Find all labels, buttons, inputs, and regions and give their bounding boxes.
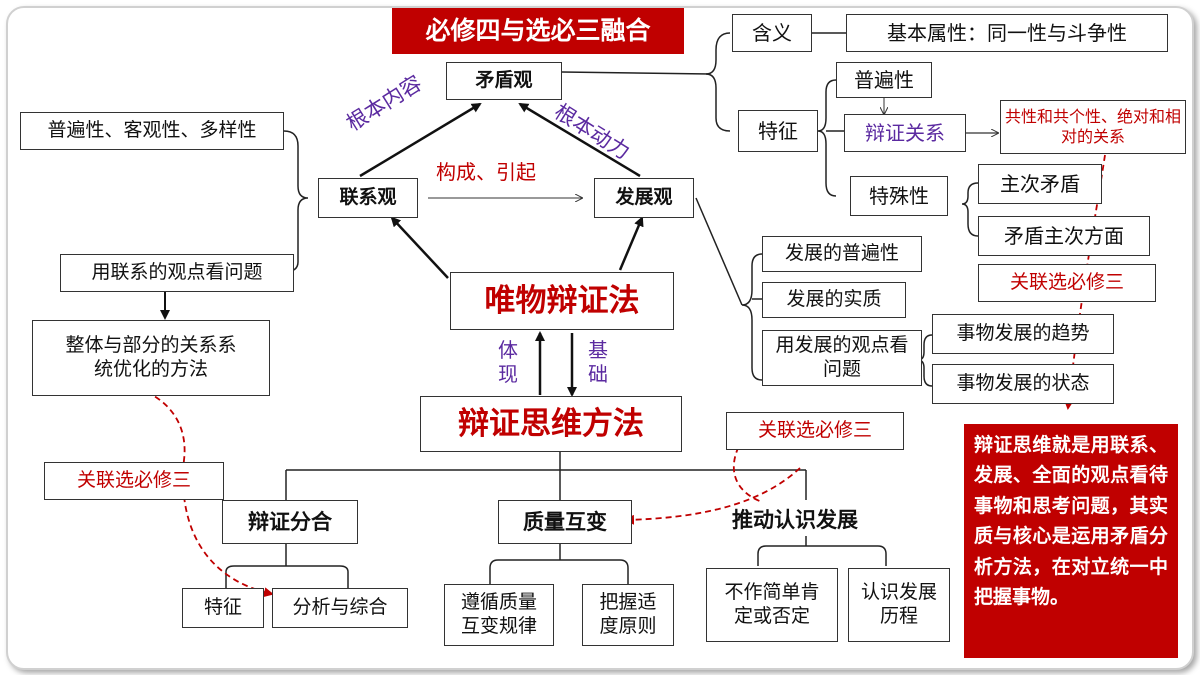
- node-yong-lianxi-guandian: 用联系的观点看问题: [60, 254, 294, 292]
- node-lianxiguan: 联系观: [318, 178, 418, 218]
- summary-box: 辩证思维就是用联系、发展、全面的观点看待事物和思考问题，其实质与核心是运用矛盾分…: [964, 424, 1178, 658]
- label-jichu: 基础: [588, 338, 608, 386]
- node-fazhanguan: 发展观: [594, 178, 694, 218]
- node-jiben-shuxing: 基本属性：同一性与斗争性: [846, 14, 1168, 52]
- node-zhuci-maodun: 主次矛盾: [978, 164, 1102, 204]
- node-bawo-shidu: 把握适度原则: [582, 584, 674, 646]
- node-weiwu-bianzhengfa: 唯物辩证法: [450, 272, 674, 330]
- node-fazhan-pubianxing: 发展的普遍性: [762, 236, 922, 272]
- node-fazhan-zhuangtai: 事物发展的状态: [932, 364, 1114, 404]
- node-buzuo-jiandan: 不作简单肯定或否定: [706, 568, 838, 642]
- node-bianzheng-fenhe: 辩证分合: [222, 500, 358, 544]
- node-renshi-licheng: 认识发展历程: [848, 568, 950, 642]
- node-yong-fazhan-guandian: 用发展的观点看问题: [762, 330, 922, 386]
- node-fazhan-qushi: 事物发展的趋势: [932, 314, 1114, 354]
- node-pubianxing: 普遍性: [836, 62, 932, 98]
- node-zhiliang-hubian: 质量互变: [498, 500, 632, 544]
- node-fenxi-zonghe: 分析与综合: [272, 588, 408, 628]
- node-zhengti-bufen: 整体与部分的关系系统优化的方法: [32, 320, 270, 396]
- node-bianzheng-guanxi: 辩证关系: [844, 114, 966, 152]
- node-fazhan-shizhi: 发展的实质: [762, 282, 906, 318]
- node-zunxun-guilv: 遵循质量互变规律: [444, 584, 554, 646]
- label-tixian: 体现: [498, 338, 518, 386]
- node-teshuxing: 特殊性: [850, 176, 948, 216]
- node-tezheng: 特征: [738, 110, 818, 152]
- node-tuidong-renshi: 推动认识发展: [732, 508, 858, 532]
- node-gongxing-gexing: 共性和共个性、绝对和相对的关系: [1000, 100, 1186, 154]
- node-pubian-keguan-duoyang: 普遍性、客观性、多样性: [20, 112, 284, 150]
- node-guanlian-xuanbi-2: 关联选必修三: [44, 462, 224, 500]
- node-guanlian-xuanbi-3: 关联选必修三: [726, 412, 904, 450]
- node-guanlian-xuanbi-1: 关联选必修三: [978, 264, 1156, 302]
- slide-title: 必修四与选必三融合: [392, 8, 684, 54]
- label-goucheng-yinqi: 构成、引起: [436, 160, 536, 184]
- node-bianzheng-siwei: 辩证思维方法: [420, 396, 682, 452]
- node-maodunguan: 矛盾观: [446, 62, 562, 100]
- node-fenhe-tezheng: 特征: [182, 588, 264, 628]
- node-hanyi: 含义: [732, 14, 812, 52]
- node-maodun-zhuci-fangmian: 矛盾主次方面: [978, 216, 1150, 256]
